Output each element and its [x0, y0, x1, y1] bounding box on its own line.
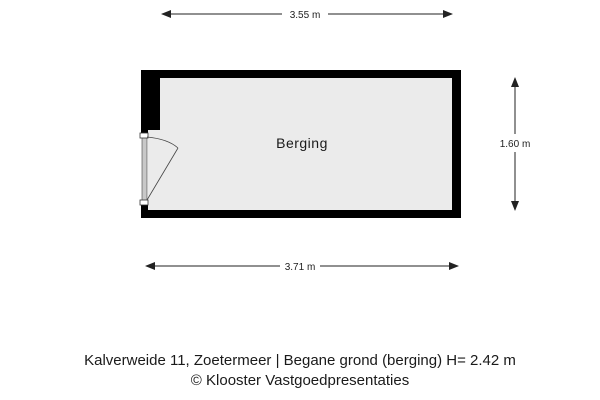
dimension-right: 1.60 m — [500, 77, 531, 211]
door-leaf — [146, 147, 179, 201]
door-jamb-bottom — [139, 199, 149, 206]
dimension-top: 3.55 m — [161, 10, 453, 21]
door-jamb-top — [139, 132, 149, 139]
caption-address: Kalverweide 11, Zoetermeer | Begane gron… — [84, 352, 516, 369]
dimension-bottom-label: 3.71 m — [285, 262, 316, 273]
dimension-top-label: 3.55 m — [290, 10, 321, 21]
room-walls — [141, 70, 461, 218]
caption-copyright: © Klooster Vastgoedpresentaties — [190, 372, 410, 389]
room-floor — [160, 78, 452, 210]
room-label: Berging — [276, 135, 328, 151]
dimension-bottom: 3.71 m — [145, 262, 459, 273]
door — [139, 132, 179, 206]
door-swing-arc — [146, 136, 179, 149]
dimension-right-label: 1.60 m — [500, 139, 531, 150]
